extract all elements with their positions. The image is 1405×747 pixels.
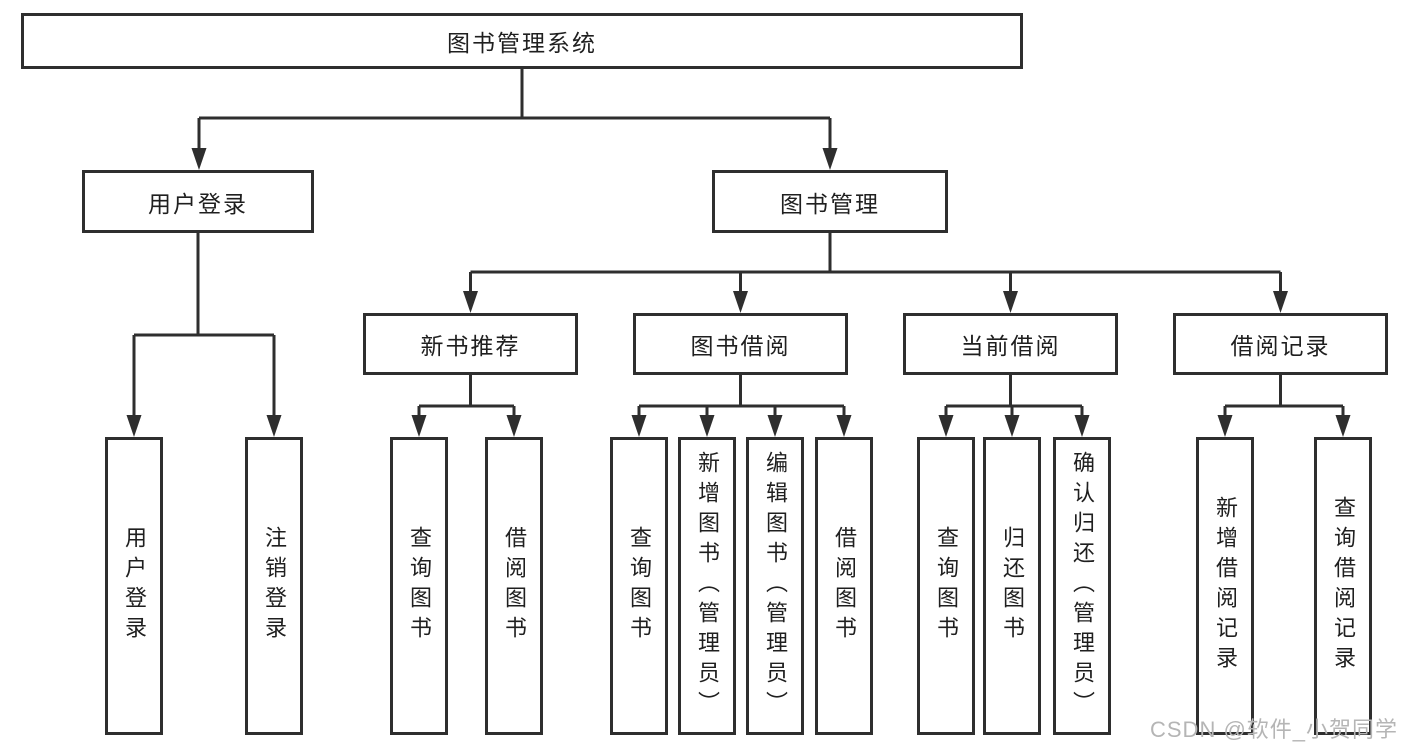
node-label: 新书推荐	[420, 333, 521, 359]
node-label: 图书借阅	[690, 333, 791, 359]
node-book-management: 图书管理	[712, 170, 948, 233]
node-label: 查询图书	[407, 526, 432, 646]
node-borrowing-records: 借阅记录	[1173, 313, 1388, 375]
node-label: 用户登录	[148, 190, 248, 217]
watermark: CSDN @软件_小贺同学	[1150, 717, 1399, 742]
node-label: 归还图书	[1000, 526, 1025, 646]
node-logout: 注销登录	[245, 437, 303, 735]
node-label: 图书管理系统	[447, 30, 597, 56]
node-label: 借阅记录	[1230, 333, 1331, 359]
node-new-book-recommendation: 新书推荐	[363, 313, 578, 375]
node-add-borrow-record: 新增借阅记录	[1196, 437, 1254, 735]
node-label: 借阅图书	[832, 526, 857, 646]
node-label: 注销登录	[262, 526, 287, 646]
node-query-borrow-record: 查询借阅记录	[1314, 437, 1372, 735]
node-user-login-leaf: 用户登录	[105, 437, 163, 735]
node-book-borrowing: 图书借阅	[633, 313, 848, 375]
node-label: 查询图书	[627, 526, 652, 646]
node-label: 查询借阅记录	[1331, 496, 1356, 676]
node-current-borrowing: 当前借阅	[903, 313, 1118, 375]
node-borrow-books-recommend: 借阅图书	[485, 437, 543, 735]
node-add-books-admin: 新增图书（管理员）	[678, 437, 736, 735]
node-user-login: 用户登录	[82, 170, 314, 233]
node-label: 新增借阅记录	[1213, 496, 1238, 676]
node-label: 确认归还（管理员）	[1070, 451, 1095, 721]
node-label: 编辑图书（管理员）	[763, 451, 788, 721]
node-label: 图书管理	[780, 190, 880, 217]
node-confirm-return-admin: 确认归还（管理员）	[1053, 437, 1111, 735]
node-label: 当前借阅	[960, 333, 1061, 359]
node-borrow-books: 借阅图书	[815, 437, 873, 735]
node-query-books-current: 查询图书	[917, 437, 975, 735]
node-query-books-recommend: 查询图书	[390, 437, 448, 735]
node-label: 借阅图书	[502, 526, 527, 646]
node-label: 用户登录	[122, 526, 147, 646]
node-edit-books-admin: 编辑图书（管理员）	[746, 437, 804, 735]
node-label: 查询图书	[934, 526, 959, 646]
node-library-management-system: 图书管理系统	[21, 13, 1023, 69]
node-label: 新增图书（管理员）	[695, 451, 720, 721]
node-return-books: 归还图书	[983, 437, 1041, 735]
node-query-books-borrowing: 查询图书	[610, 437, 668, 735]
